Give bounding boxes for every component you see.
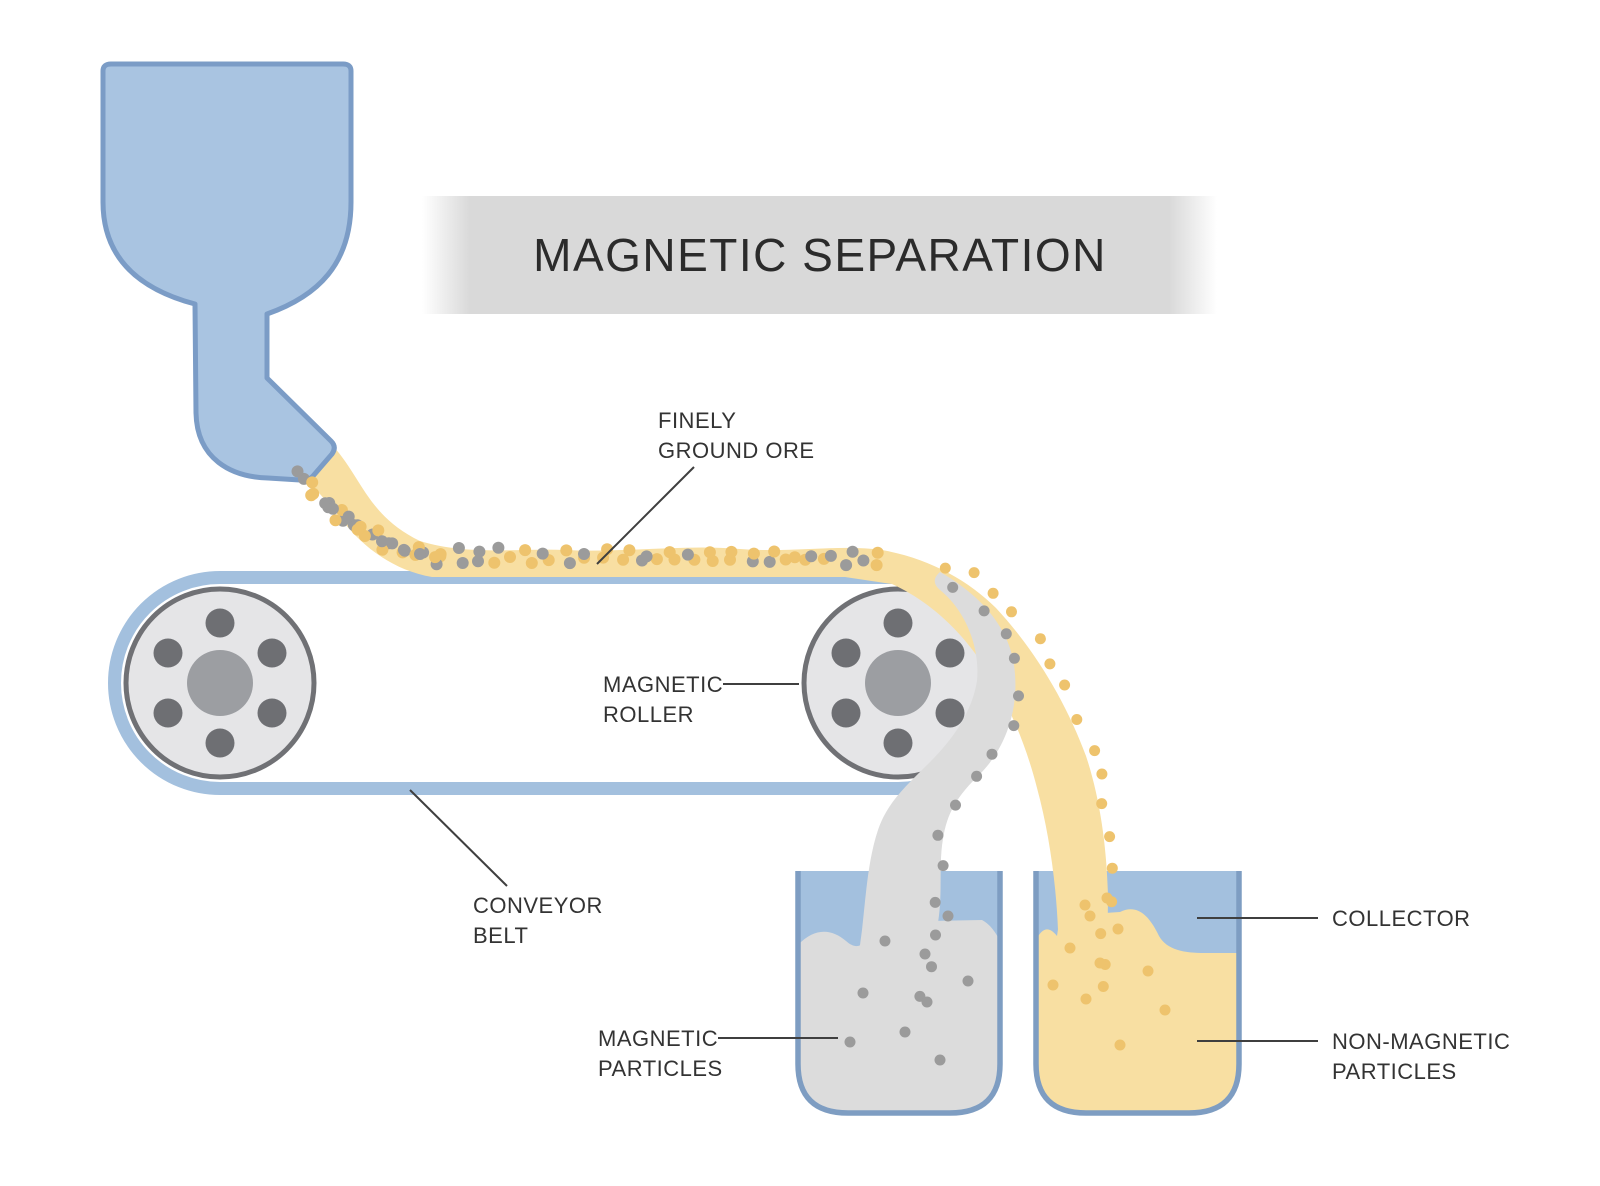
title-banner: MAGNETIC SEPARATION — [422, 196, 1217, 314]
conveyor-belt-label: CONVEYOR — [473, 893, 603, 918]
page-title: MAGNETIC SEPARATION — [533, 229, 1107, 281]
hopper — [100, 61, 354, 483]
label-conveyor-belt: CONVEYOR BELT — [409, 789, 603, 948]
label-non-magnetic-particles: NON-MAGNETIC PARTICLES — [1197, 1029, 1510, 1084]
non-magnetic-particles-pool — [1036, 909, 1239, 1113]
label-finely-ground-ore: FINELY GROUND ORE — [596, 408, 815, 565]
non-magnetic-particles-label: NON-MAGNETIC — [1332, 1029, 1510, 1054]
idler-roller-bolts — [153, 608, 287, 758]
magnetic-roller-label: MAGNETIC — [603, 672, 723, 697]
collector-right-wall — [1033, 871, 1242, 1116]
conveyor-belt-pointer — [409, 789, 508, 887]
magnetic-roller-bolts — [831, 608, 965, 758]
idler-roller-hub — [187, 650, 253, 716]
conveyor-belt-label: BELT — [473, 923, 528, 948]
collector-left-wall — [795, 871, 1003, 1116]
magnetic-roller — [801, 586, 995, 780]
magnetic-particles-stream — [856, 572, 1016, 975]
idler-roller — [123, 586, 317, 780]
magnetic-roller-label: ROLLER — [603, 702, 694, 727]
title-banner-background — [422, 196, 1217, 314]
magnetic-particles-label: PARTICLES — [598, 1056, 723, 1081]
finely-ground-ore-label: FINELY — [658, 408, 736, 433]
finely-ground-ore-label: GROUND ORE — [658, 438, 815, 463]
magnetic-roller-hub — [865, 650, 931, 716]
label-magnetic-particles: MAGNETIC PARTICLES — [598, 1026, 838, 1081]
magnetic-particles-label: MAGNETIC — [598, 1026, 718, 1051]
collector-label: COLLECTOR — [1332, 906, 1471, 931]
finely-ground-ore-pointer — [596, 466, 695, 565]
label-collector: COLLECTOR — [1197, 906, 1471, 931]
non-magnetic-particles-label: PARTICLES — [1332, 1059, 1457, 1084]
label-magnetic-roller: MAGNETIC ROLLER — [603, 672, 799, 727]
ore-stream — [307, 446, 1108, 975]
magnetic-particles-pile — [798, 920, 1000, 1113]
ore-particles — [291, 465, 1171, 1066]
